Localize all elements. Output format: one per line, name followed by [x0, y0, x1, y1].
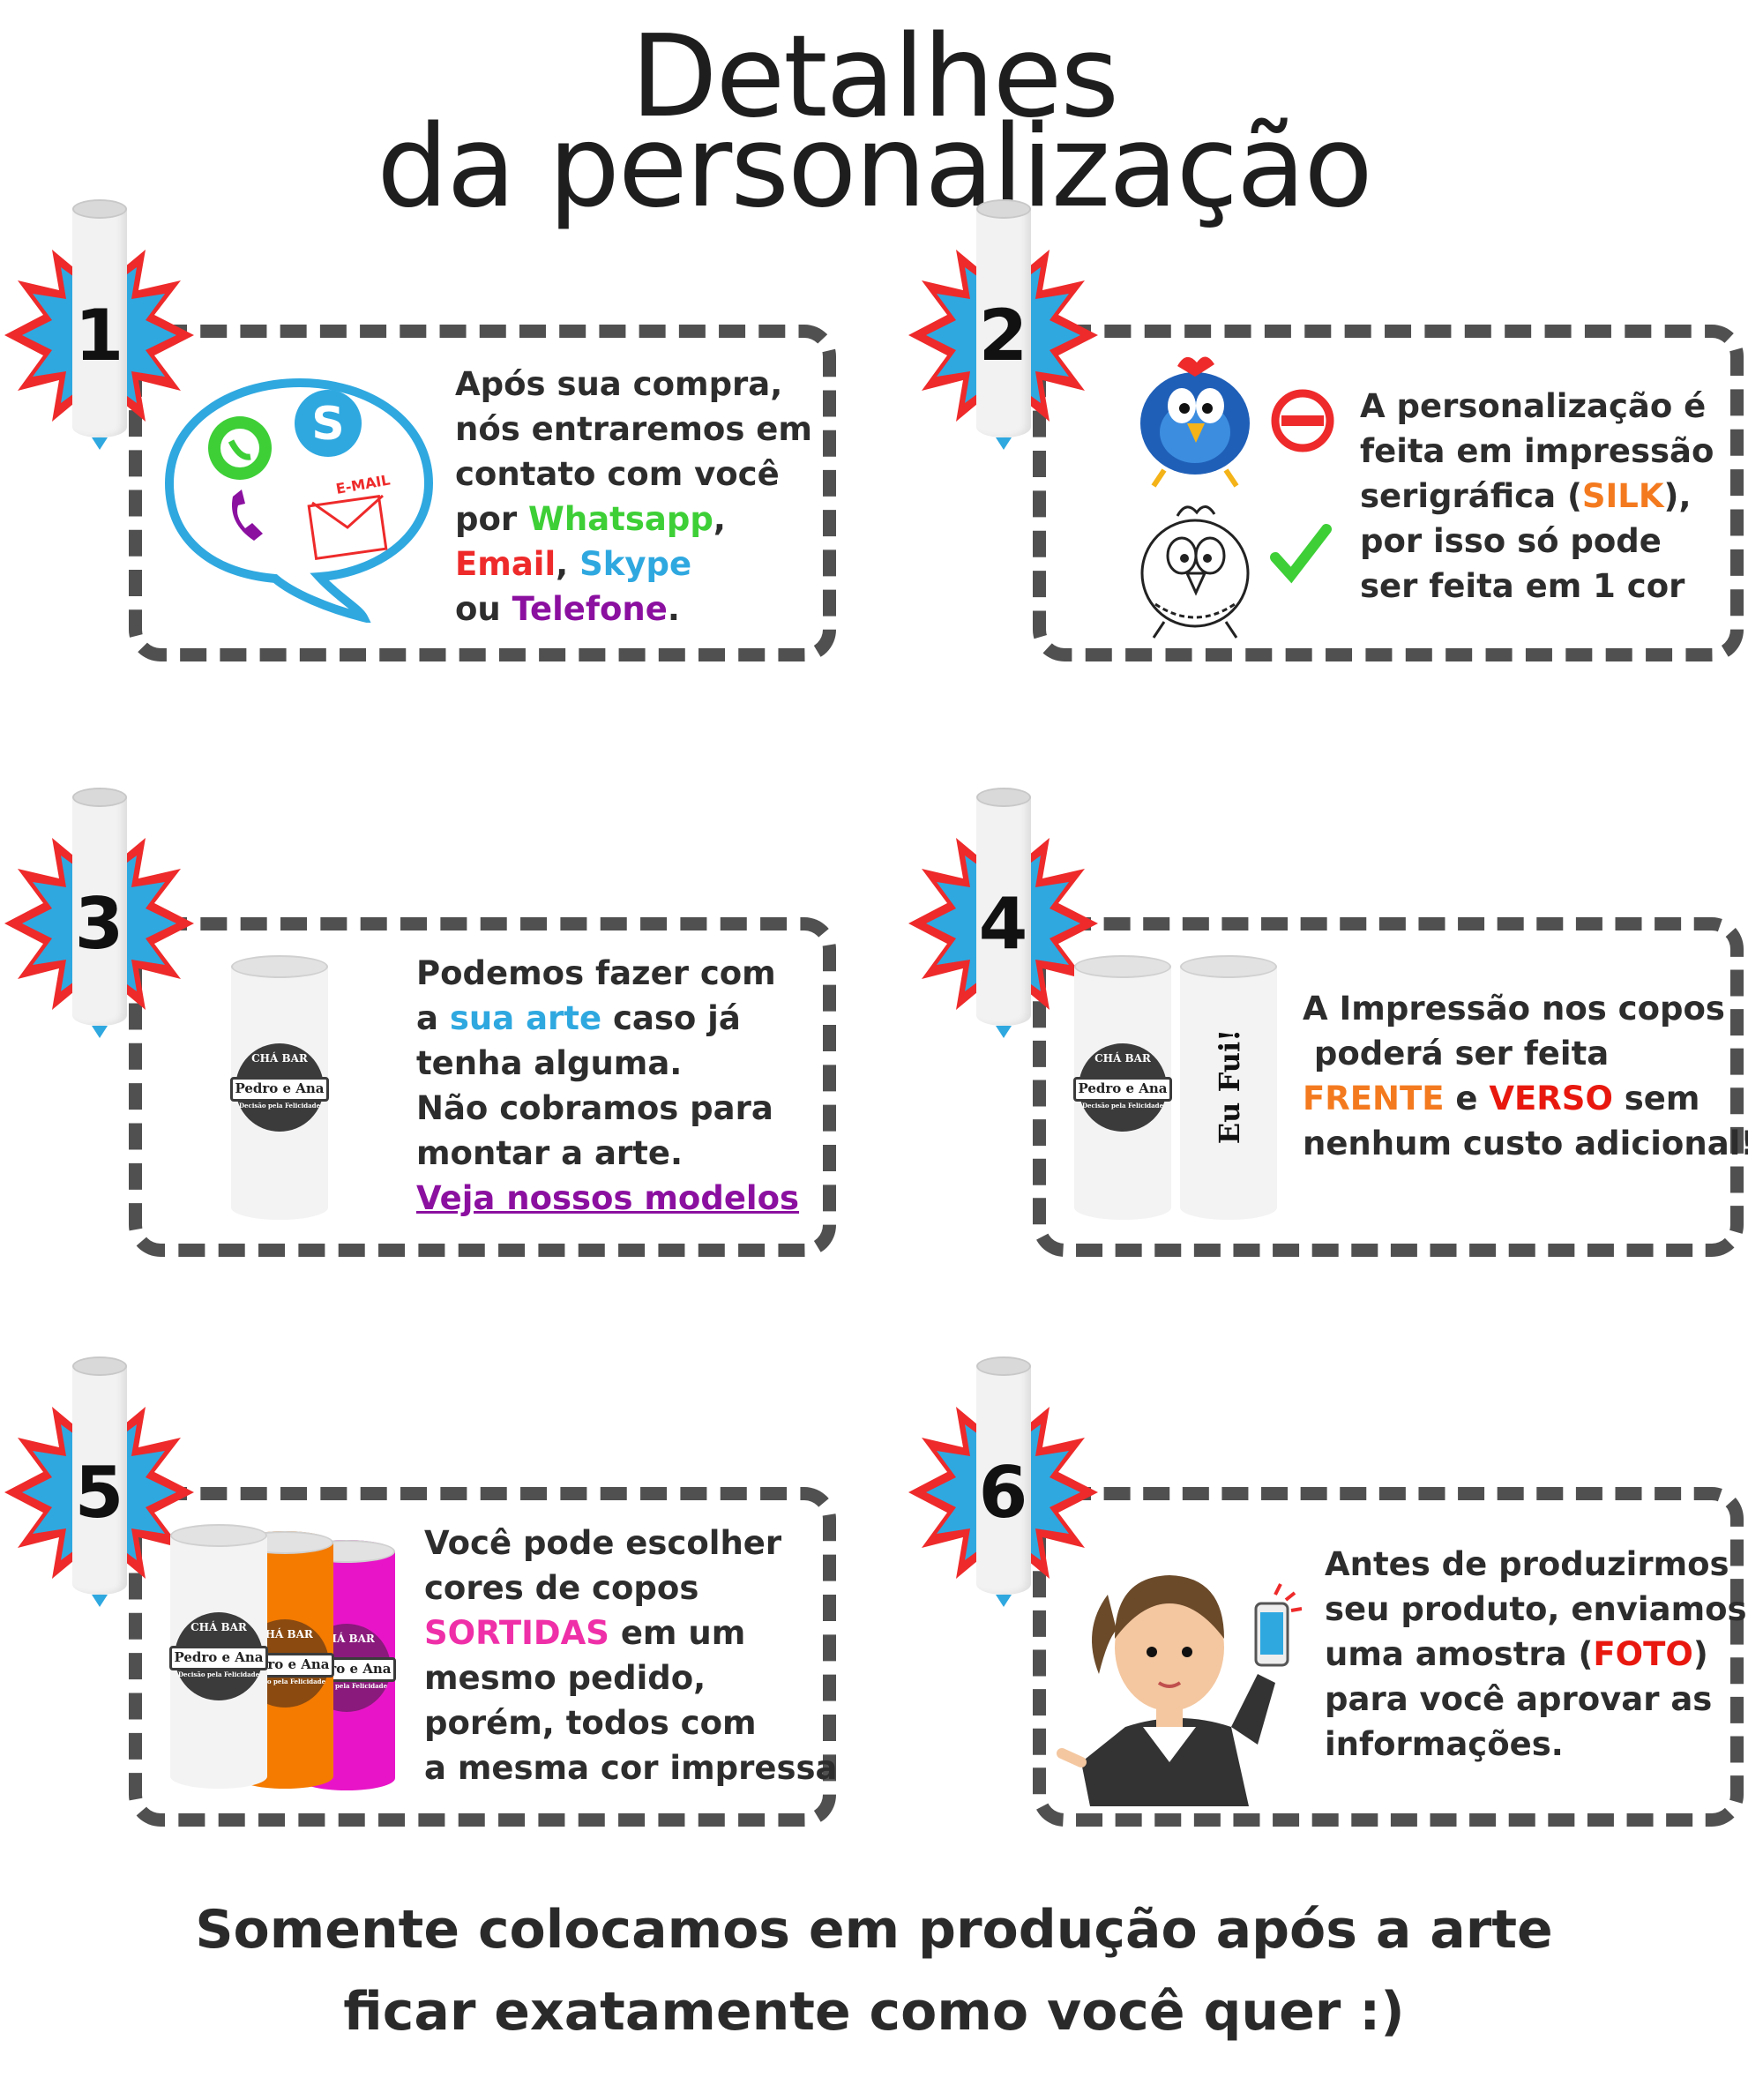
step-6-card — [1033, 1487, 1744, 1827]
emblem-logo: CHÁ BAR Pedro e Ana Decisão pela Felicid… — [230, 1043, 329, 1132]
step-4-card — [1033, 917, 1744, 1257]
cup-icon — [976, 199, 1031, 450]
models-link[interactable]: Veja nossos modelos — [416, 1179, 800, 1217]
outline-chicken-icon — [1140, 505, 1250, 639]
sortidas-label: SORTIDAS — [424, 1614, 609, 1652]
step-4-badge: 4 — [908, 788, 1098, 1038]
telefone-label: Telefone — [512, 590, 668, 628]
footer-line-2: ficar exatamente como você quer :) — [343, 1981, 1405, 2043]
cup-white-image: CHÁ BAR Pedro e Ana Decisão pela Felicid… — [169, 1524, 268, 1789]
foto-label: FOTO — [1593, 1635, 1693, 1673]
cup-icon — [976, 1356, 1031, 1607]
whatsapp-label: Whatsapp — [528, 500, 713, 538]
emblem-logo: CHÁ BAR Pedro e Ana Decisão pela Felicid… — [169, 1612, 268, 1700]
emblem-logo: CHÁ BAR Pedro e Ana Decisão pela Felicid… — [297, 1624, 396, 1712]
cup-icon — [976, 788, 1031, 1038]
step-number: 4 — [978, 883, 1028, 965]
email-label: Email — [455, 545, 557, 583]
step-number: 3 — [74, 883, 124, 965]
step-3-card — [129, 917, 836, 1257]
cup-back-image: Eu Fui! — [1180, 955, 1277, 1220]
verso-label: VERSO — [1489, 1080, 1613, 1117]
sua-arte-label: sua arte — [449, 999, 602, 1037]
contact-bubble-icon: S E-MAIL — [164, 377, 434, 623]
page-subtitle: da personalização — [377, 101, 1372, 233]
colored-chicken-icon — [1140, 356, 1250, 488]
step-6-text: Antes de produzirmos seu produto, enviam… — [1325, 1545, 1747, 1763]
footer-line-1: Somente colocamos em produção após a art… — [195, 1899, 1553, 1961]
step-5-text: Você pode escolher cores de copos SORTID… — [424, 1524, 838, 1787]
cup-icon — [72, 199, 127, 450]
step-2-card — [1033, 325, 1744, 661]
frente-label: FRENTE — [1303, 1080, 1445, 1117]
woman-with-phone-icon — [1057, 1575, 1302, 1806]
silk-label: SILK — [1581, 477, 1664, 515]
checkmark-icon — [1270, 524, 1332, 584]
cup-back-text: Eu Fui! — [1213, 1028, 1246, 1145]
emblem-logo: CHÁ BAR Pedro e Ana Decisão pela Felicid… — [1073, 1043, 1172, 1132]
cup-icon — [72, 1356, 127, 1607]
cup-image: CHÁ BAR Pedro e Ana Decisão pela Felicid… — [230, 955, 329, 1220]
svg-text:S: S — [311, 398, 344, 451]
step-number: 1 — [74, 295, 124, 377]
skype-label: Skype — [579, 545, 692, 583]
step-2-text: A personalização é feita em impressão se… — [1360, 387, 1714, 605]
step-2-badge: 2 — [908, 199, 1098, 450]
step-4-text: A Impressão nos copos poderá ser feita F… — [1303, 990, 1748, 1162]
step-5-badge: 5 — [4, 1356, 194, 1607]
step-number: 6 — [978, 1452, 1028, 1534]
step-1-text: Após sua compra, nós entraremos em conta… — [455, 365, 812, 628]
step-3-text: Podemos fazer com a sua arte caso já ten… — [416, 954, 800, 1217]
page-title: Detalhes — [630, 11, 1119, 143]
step-number: 5 — [74, 1452, 124, 1534]
cup-front-image: CHÁ BAR Pedro e Ana Decisão pela Felicid… — [1073, 955, 1172, 1220]
step-number: 2 — [978, 295, 1028, 377]
step-3-badge: 3 — [4, 788, 194, 1038]
step-1-badge: 1 — [4, 199, 194, 450]
cup-icon — [72, 788, 127, 1038]
prohibited-icon — [1271, 389, 1334, 452]
step-6-badge: 6 — [908, 1356, 1098, 1607]
